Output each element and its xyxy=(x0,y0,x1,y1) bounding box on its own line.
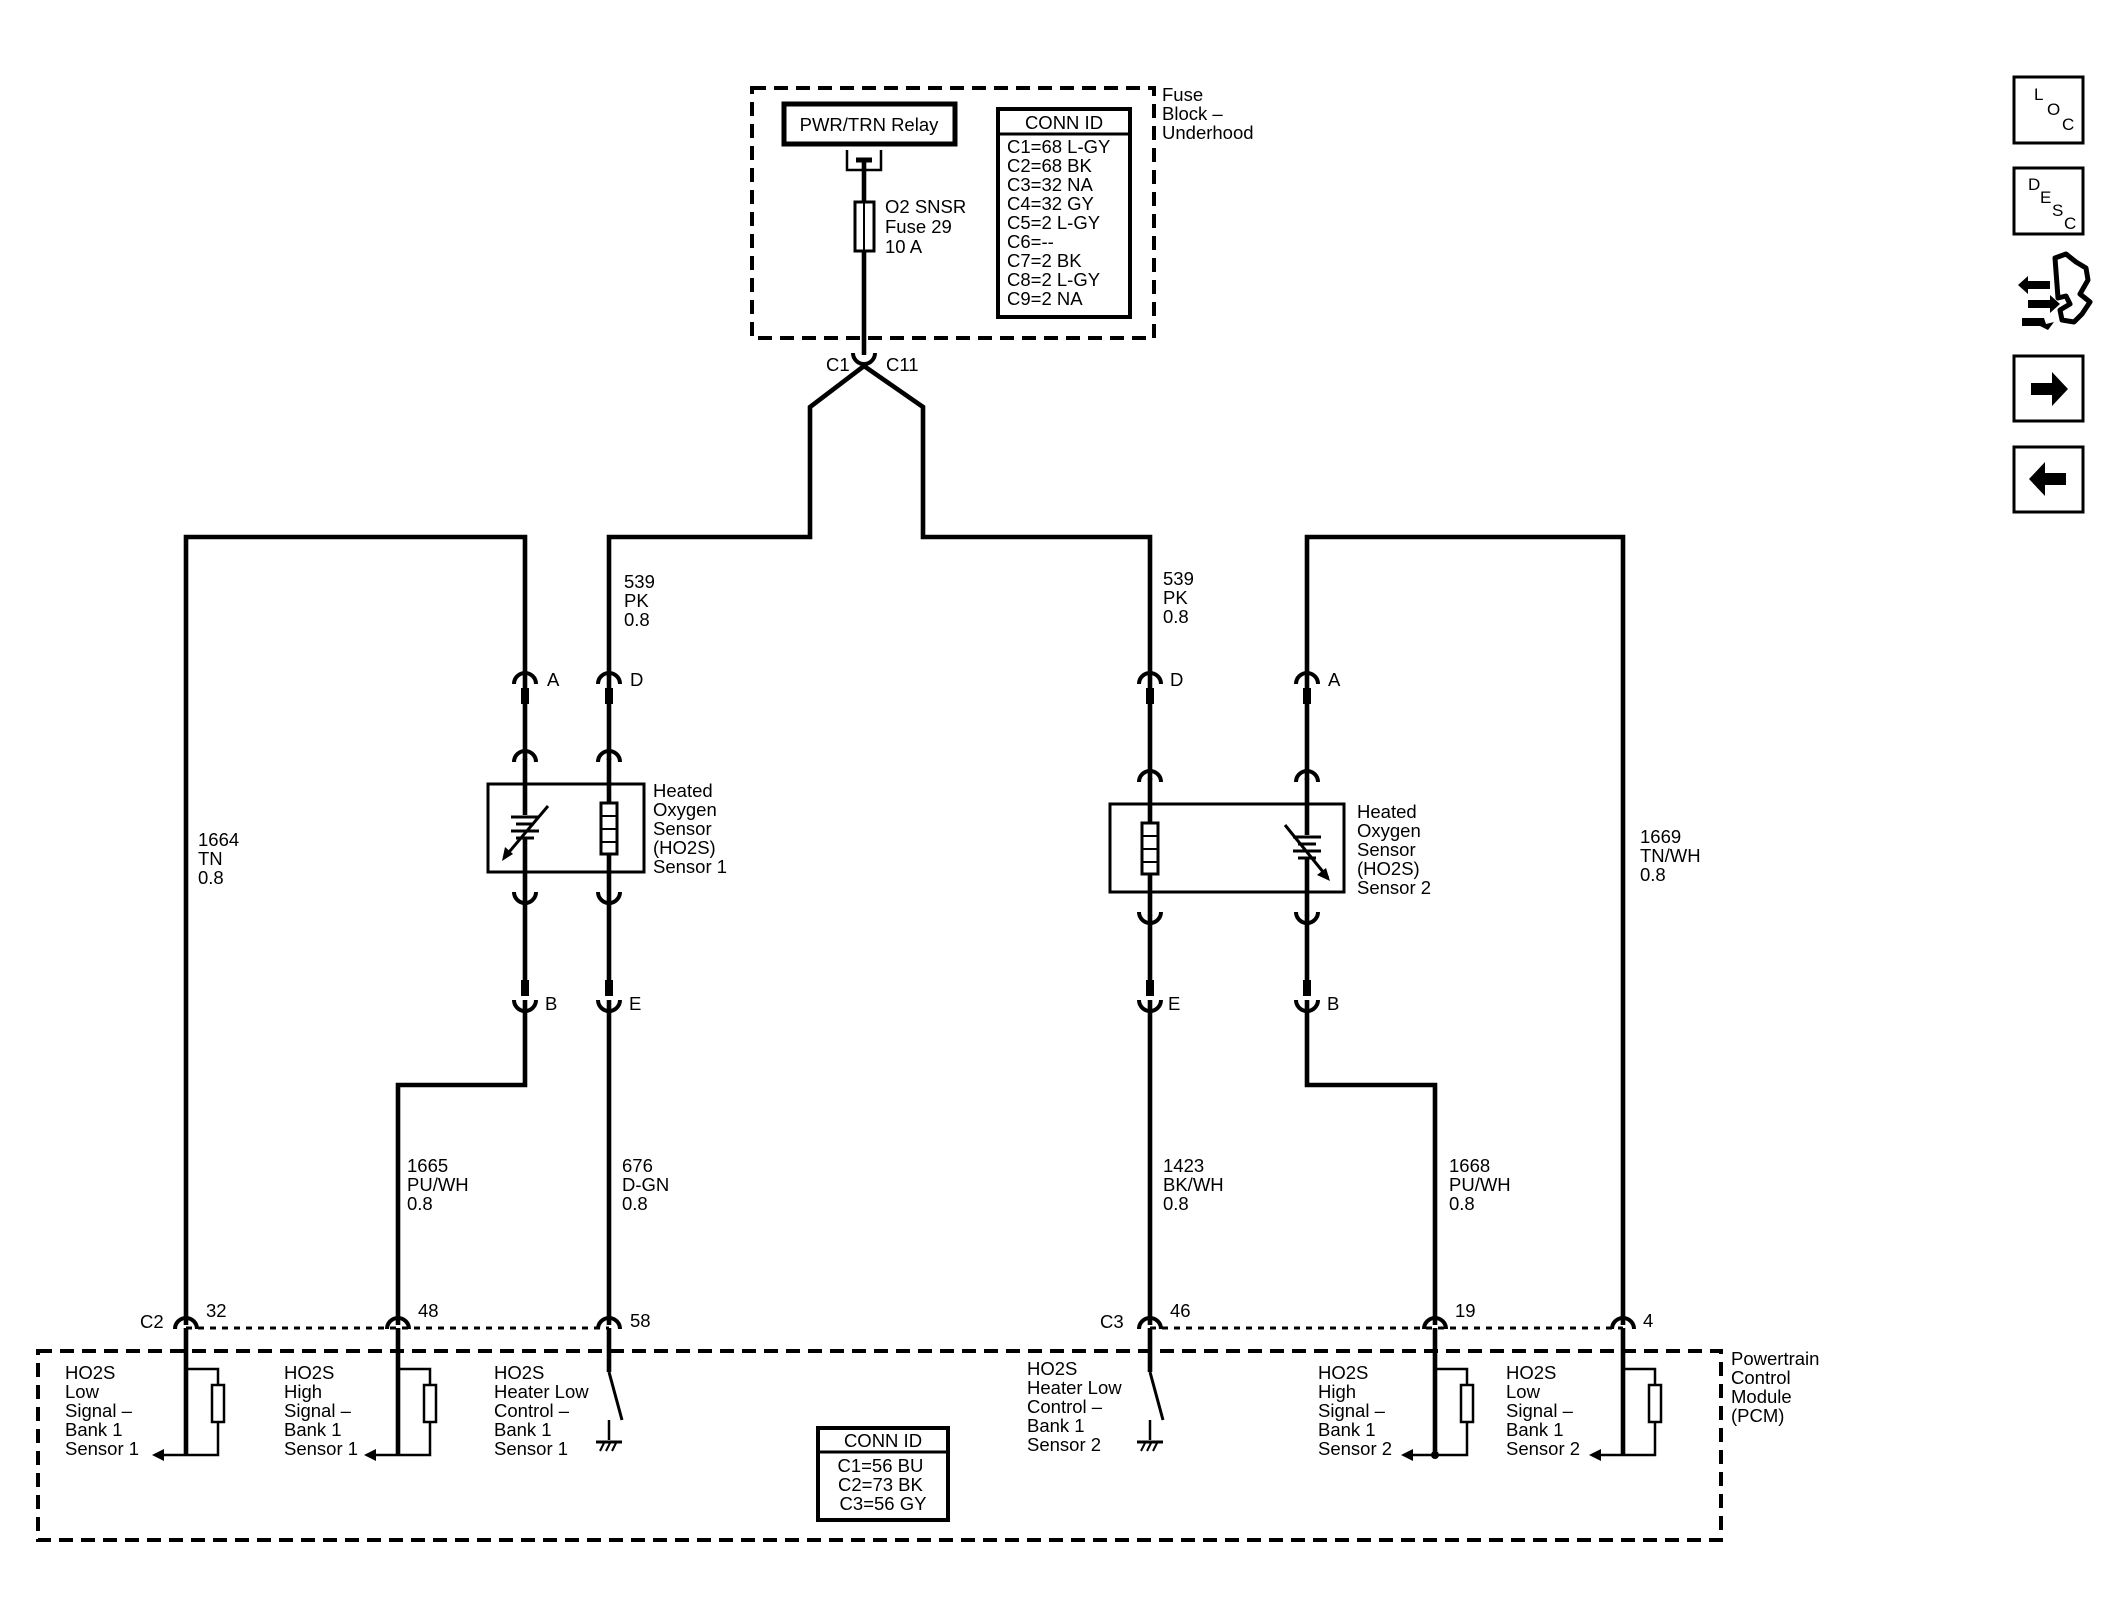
heater-element-icon xyxy=(599,801,619,856)
desc-letter-s: S xyxy=(2052,201,2063,220)
signal-label-heater-s1: HO2S Heater Low Control – Bank 1 Sensor … xyxy=(494,1362,594,1459)
o2-snsr-fuse-icon xyxy=(853,160,876,355)
next-page-button[interactable] xyxy=(2012,354,2085,423)
inline-connectors: A D B E D A E B xyxy=(512,669,1341,1014)
pin-e-label: E xyxy=(1168,993,1180,1014)
conn-c2-label: C2 xyxy=(140,1311,164,1332)
fuse-block-conn-id-table: CONN ID C1=68 L-GY C2=68 BK C3=32 NA C4=… xyxy=(996,107,1132,319)
pin-e-label: E xyxy=(629,993,641,1014)
pin-a-label: A xyxy=(547,669,560,690)
fuse-block-connector: C1 C11 xyxy=(826,352,919,375)
low-signal-circuit-s1 xyxy=(152,1328,226,1461)
high-signal-circuit-s2 xyxy=(1401,1328,1475,1461)
sensor-1-label: Heated Oxygen Sensor (HO2S) Sensor 1 xyxy=(653,780,727,877)
connector-tool-button[interactable] xyxy=(2018,251,2093,330)
relay-label: PWR/TRN Relay xyxy=(800,114,940,135)
wire-1665 xyxy=(395,1000,528,1325)
fuse-label: O2 SNSR Fuse 29 10 A xyxy=(885,196,971,257)
loc-letter-l: L xyxy=(2034,85,2043,104)
conn-c3-label: C3 xyxy=(1100,1311,1124,1332)
loc-letter-o: O xyxy=(2047,100,2060,119)
wire-1664 xyxy=(183,534,528,1325)
wire-539-right xyxy=(862,364,1153,680)
pin-a-label: A xyxy=(1328,669,1341,690)
description-button[interactable]: D E S C xyxy=(2012,166,2085,236)
heated-oxygen-sensor-1: Heated Oxygen Sensor (HO2S) Sensor 1 xyxy=(486,758,727,896)
heater-low-control-s1 xyxy=(596,1328,624,1452)
loc-letter-c: C xyxy=(2062,115,2074,134)
previous-page-button[interactable] xyxy=(2012,445,2085,514)
wire-1669 xyxy=(1304,534,1626,1325)
wire-labels: 539 PK 0.8 539 PK 0.8 1664 TN 0.8 1669 T… xyxy=(198,568,1706,1214)
pcm-conn-id-table: CONN ID C1=56 BU C2=73 BK C3=56 GY xyxy=(816,1426,950,1522)
wire-676-label: 676 D-GN 0.8 xyxy=(622,1155,674,1214)
pin-b-label: B xyxy=(1327,993,1339,1014)
pin-19-label: 19 xyxy=(1455,1300,1476,1321)
high-signal-circuit-s1 xyxy=(364,1328,438,1461)
conn-id-list: C1=56 BU C2=73 BK C3=56 GY xyxy=(837,1455,928,1514)
oxygen-sensing-element-icon xyxy=(502,805,550,861)
heater-element-icon xyxy=(1140,821,1160,876)
fuse-block-underhood: Fuse Block – Underhood PWR/TRN Relay O2 … xyxy=(750,84,1254,355)
fuse-block-label: Fuse Block – Underhood xyxy=(1162,84,1254,143)
wire-539-right-label: 539 PK 0.8 xyxy=(1163,568,1199,627)
pin-b-label: B xyxy=(545,993,557,1014)
conn-c1-label: C1 xyxy=(826,354,850,375)
wire-1668 xyxy=(1304,1000,1438,1325)
nav-panel: L O C D E S C xyxy=(2012,75,2093,514)
pin-46-label: 46 xyxy=(1170,1300,1191,1321)
wire-539-left xyxy=(606,364,866,680)
heated-oxygen-sensor-2: Heated Oxygen Sensor (HO2S) Sensor 2 xyxy=(1108,778,1431,916)
signal-label-high-s2: HO2S High Signal – Bank 1 Sensor 2 xyxy=(1318,1362,1392,1459)
signal-label-low-s2: HO2S Low Signal – Bank 1 Sensor 2 xyxy=(1506,1362,1580,1459)
desc-letter-c: C xyxy=(2064,214,2076,233)
conn-id-title: CONN ID xyxy=(1025,112,1103,133)
signal-label-heater-s2: HO2S Heater Low Control – Bank 1 Sensor … xyxy=(1027,1358,1127,1455)
pcm-outline xyxy=(36,1349,1723,1542)
desc-letter-e: E xyxy=(2040,188,2051,207)
wire-1664-label: 1664 TN 0.8 xyxy=(198,829,244,888)
wire-1668-label: 1668 PU/WH 0.8 xyxy=(1449,1155,1516,1214)
powertrain-control-module: Powertrain Control Module (PCM) C2 C3 32… xyxy=(36,1300,1825,1542)
desc-letter-d: D xyxy=(2028,175,2040,194)
oxygen-sensing-element-icon xyxy=(1283,824,1330,881)
conn-id-title: CONN ID xyxy=(844,1430,922,1451)
arrow-right-icon xyxy=(2031,372,2068,406)
wire-1669-label: 1669 TN/WH 0.8 xyxy=(1640,826,1706,885)
wire-539-left-label: 539 PK 0.8 xyxy=(624,571,660,630)
pin-d-label: D xyxy=(630,669,643,690)
pin-4-label: 4 xyxy=(1643,1310,1653,1331)
pwr-trn-relay: PWR/TRN Relay xyxy=(781,101,958,172)
signal-label-high-s1: HO2S High Signal – Bank 1 Sensor 1 xyxy=(284,1362,358,1459)
arrow-left-icon xyxy=(2029,462,2066,496)
low-signal-circuit-s2 xyxy=(1589,1328,1663,1461)
conn-id-list: C1=68 L-GY C2=68 BK C3=32 NA C4=32 GY C5… xyxy=(1007,136,1115,309)
conn-c11-label: C11 xyxy=(886,354,919,375)
connector-tool-icon xyxy=(2018,251,2093,330)
pin-d-label: D xyxy=(1170,669,1183,690)
wire-1423-label: 1423 BK/WH 0.8 xyxy=(1163,1155,1229,1214)
pin-48-label: 48 xyxy=(418,1300,439,1321)
pcm-label: Powertrain Control Module (PCM) xyxy=(1731,1348,1825,1426)
signal-label-low-s1: HO2S Low Signal – Bank 1 Sensor 1 xyxy=(65,1362,139,1459)
sensor-2-label: Heated Oxygen Sensor (HO2S) Sensor 2 xyxy=(1357,801,1431,898)
wire-1665-label: 1665 PU/WH 0.8 xyxy=(407,1155,474,1214)
pin-32-label: 32 xyxy=(206,1300,227,1321)
location-button[interactable]: L O C xyxy=(2012,75,2085,145)
pin-58-label: 58 xyxy=(630,1310,651,1331)
fuse-block-outline xyxy=(750,86,1156,340)
heater-low-control-s2 xyxy=(1137,1328,1165,1452)
